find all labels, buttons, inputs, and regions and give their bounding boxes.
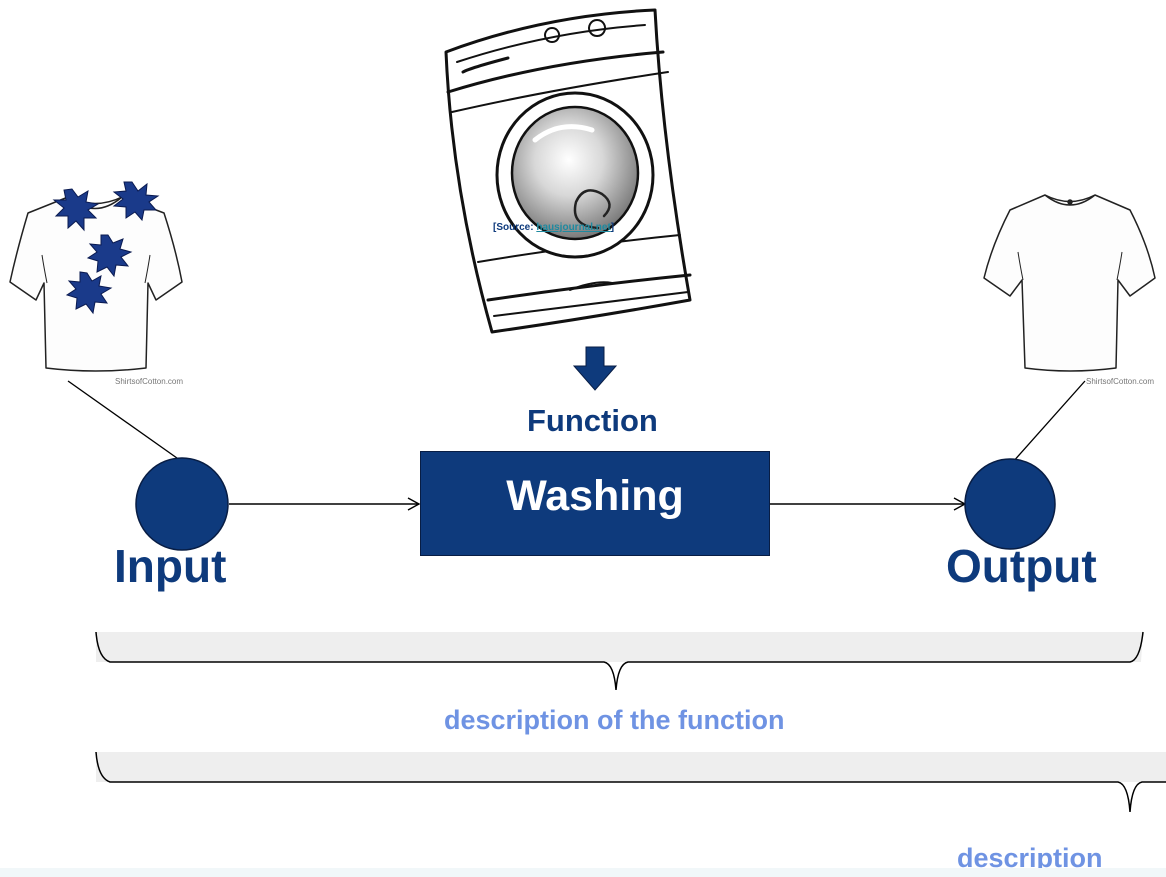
shirt-brand-right: ShirtsofCotton.com (1086, 377, 1155, 386)
output-connector-line (1011, 380, 1086, 464)
clean-tshirt-icon (983, 194, 1156, 372)
source-prefix: [Source: (493, 222, 537, 233)
source-link[interactable]: hausjournal.net (536, 222, 611, 233)
input-label: Input (114, 540, 227, 592)
input-connector-line (67, 380, 185, 464)
input-node (135, 457, 229, 551)
arrow-down-icon (572, 346, 618, 391)
output-label: Output (946, 540, 1097, 592)
source-suffix: ] (610, 222, 615, 233)
bracket-function (95, 631, 1144, 691)
process-label: Washing (506, 472, 684, 520)
process-box: Washing (420, 451, 770, 556)
function-label: Function (527, 403, 658, 438)
output-node (964, 458, 1056, 550)
description-function-label: description of the function (444, 705, 785, 735)
shirt-brand-left: ShirtsofCotton.com (115, 377, 184, 386)
washing-machine-icon (444, 8, 692, 334)
source-caption: [Source: hausjournal.net] (493, 222, 614, 233)
bottom-strip (0, 868, 1166, 877)
bracket-description (95, 751, 1166, 813)
stain-group (52, 181, 160, 315)
